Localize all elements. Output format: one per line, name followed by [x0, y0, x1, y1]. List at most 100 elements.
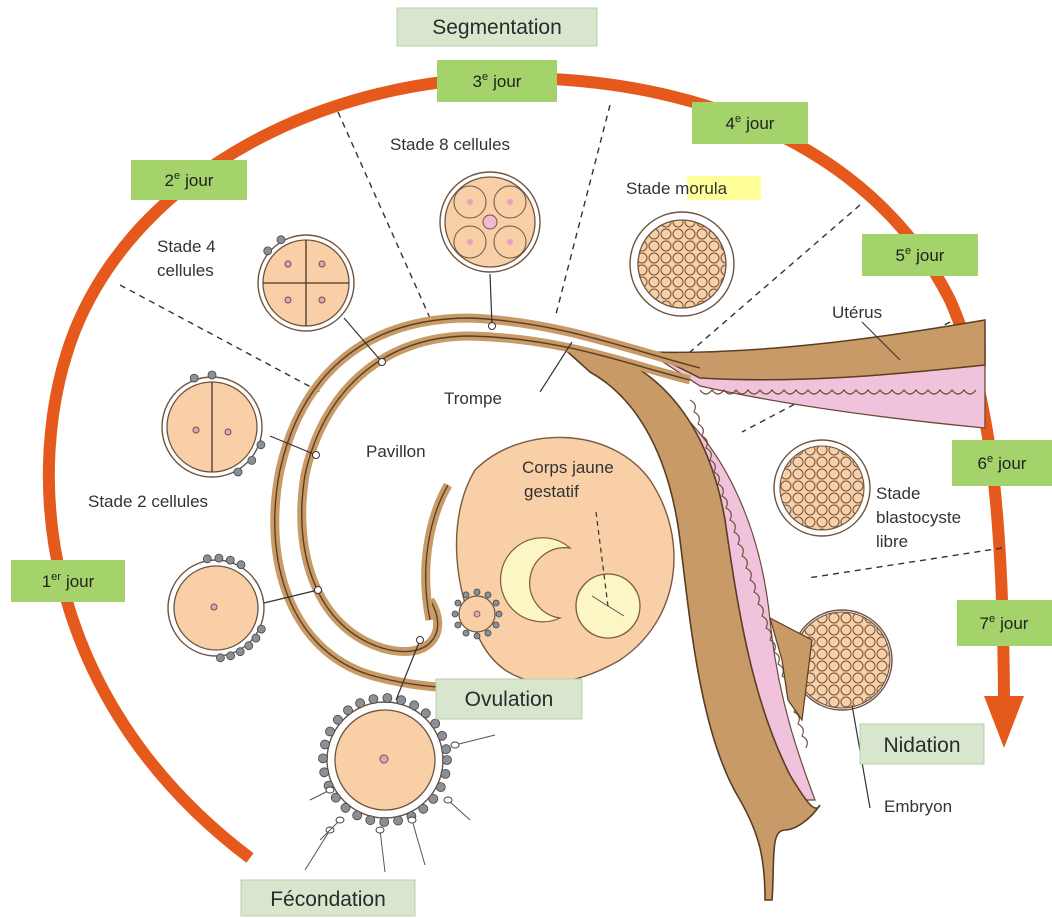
sperm-head [336, 817, 344, 823]
polar-body [474, 633, 480, 639]
polar-body [463, 592, 469, 598]
day-box-2: 2ejour [131, 160, 247, 200]
day-1-number: 1 [42, 572, 51, 591]
day-3-word: jour [492, 72, 522, 91]
polar-body [419, 804, 428, 813]
timeline-arrowhead [984, 696, 1024, 748]
stade-4-label-line2: cellules [157, 261, 214, 280]
polar-body [455, 622, 461, 628]
corps-jaune-label-line1: Corps jaune [522, 458, 614, 477]
stage-box-segmentation: Segmentation [397, 8, 597, 46]
polar-body [252, 634, 260, 642]
polar-body [257, 625, 265, 633]
polar-body [344, 706, 353, 715]
day-7-sup: e [989, 613, 995, 625]
sperm-head [376, 827, 384, 833]
day-3-sup: e [482, 71, 488, 83]
polar-body [431, 719, 440, 728]
uterus-label: Utérus [832, 303, 882, 322]
day-7-word: jour [999, 614, 1029, 633]
day-4-sup: e [735, 113, 741, 125]
polar-body [237, 561, 245, 569]
stage-4-cells [258, 235, 354, 331]
ovulated-oocyte [459, 596, 495, 632]
polar-body [257, 441, 265, 449]
day-box-3: 3ejour [437, 60, 557, 102]
stage-8-cells [440, 172, 540, 272]
polar-body [356, 699, 365, 708]
polar-body [436, 783, 445, 792]
polar-body [493, 600, 499, 606]
polar-body [485, 592, 491, 598]
stage-box-nidation: Nidation [860, 724, 984, 764]
day-3-number: 3 [473, 72, 482, 91]
polar-body [410, 701, 419, 710]
polar-body [394, 816, 403, 825]
polar-body [474, 589, 480, 595]
sperm-head [326, 787, 334, 793]
sperm-tail [455, 735, 495, 745]
polar-body [353, 811, 362, 820]
polar-body [442, 745, 451, 754]
polar-body [277, 236, 285, 244]
polar-body [438, 731, 447, 740]
polar-body [208, 371, 216, 379]
nidation-label: Nidation [883, 734, 960, 757]
day-4-number: 4 [726, 114, 735, 133]
day-1-sup: er [51, 571, 61, 583]
stade-4-label-line1: Stade 4 [157, 237, 216, 256]
polar-body [321, 740, 330, 749]
day-7-number: 7 [980, 614, 989, 633]
day-5-number: 5 [896, 246, 905, 265]
polar-body [226, 556, 234, 564]
day-6-number: 6 [978, 454, 987, 473]
day-5-word: jour [915, 246, 945, 265]
polar-body [264, 247, 272, 255]
morula-prefix: Stade [626, 179, 675, 198]
corps-jaune-label-line2: gestatif [524, 482, 579, 501]
sperm-tail [305, 830, 330, 870]
stade-8-label: Stade 8 cellules [390, 135, 510, 154]
polar-body [397, 696, 406, 705]
polar-body [248, 456, 256, 464]
sperm-tail [380, 830, 385, 872]
blastocyste-label-line1: Stade [876, 484, 920, 503]
polar-body [380, 818, 389, 827]
polar-body [496, 611, 502, 617]
day-2-word: jour [184, 171, 214, 190]
stage-2-cells [162, 377, 262, 477]
polar-body [429, 794, 438, 803]
stage-box-fecondation: Fécondation [241, 880, 415, 916]
morula-word: morula [675, 179, 728, 198]
polar-body [190, 374, 198, 382]
free-blastocyst [774, 440, 870, 536]
day-4-word: jour [745, 114, 775, 133]
sperm-head [408, 817, 416, 823]
polar-body [234, 468, 242, 476]
segmentation-label: Segmentation [432, 16, 562, 39]
sperm-head [444, 797, 452, 803]
polar-body [493, 622, 499, 628]
polar-body [452, 611, 458, 617]
fertilisation-oocyte [327, 702, 443, 818]
sperm-head [451, 742, 459, 748]
polar-body [463, 630, 469, 636]
pavillon-fimbria [426, 485, 448, 620]
polar-body [421, 709, 430, 718]
polar-body [443, 756, 452, 765]
day-1-word: jour [65, 572, 95, 591]
polar-body [331, 793, 340, 802]
morula [630, 212, 734, 316]
polar-body [333, 715, 342, 724]
day-6-word: jour [997, 454, 1027, 473]
polar-body [326, 727, 335, 736]
polar-body [455, 600, 461, 606]
